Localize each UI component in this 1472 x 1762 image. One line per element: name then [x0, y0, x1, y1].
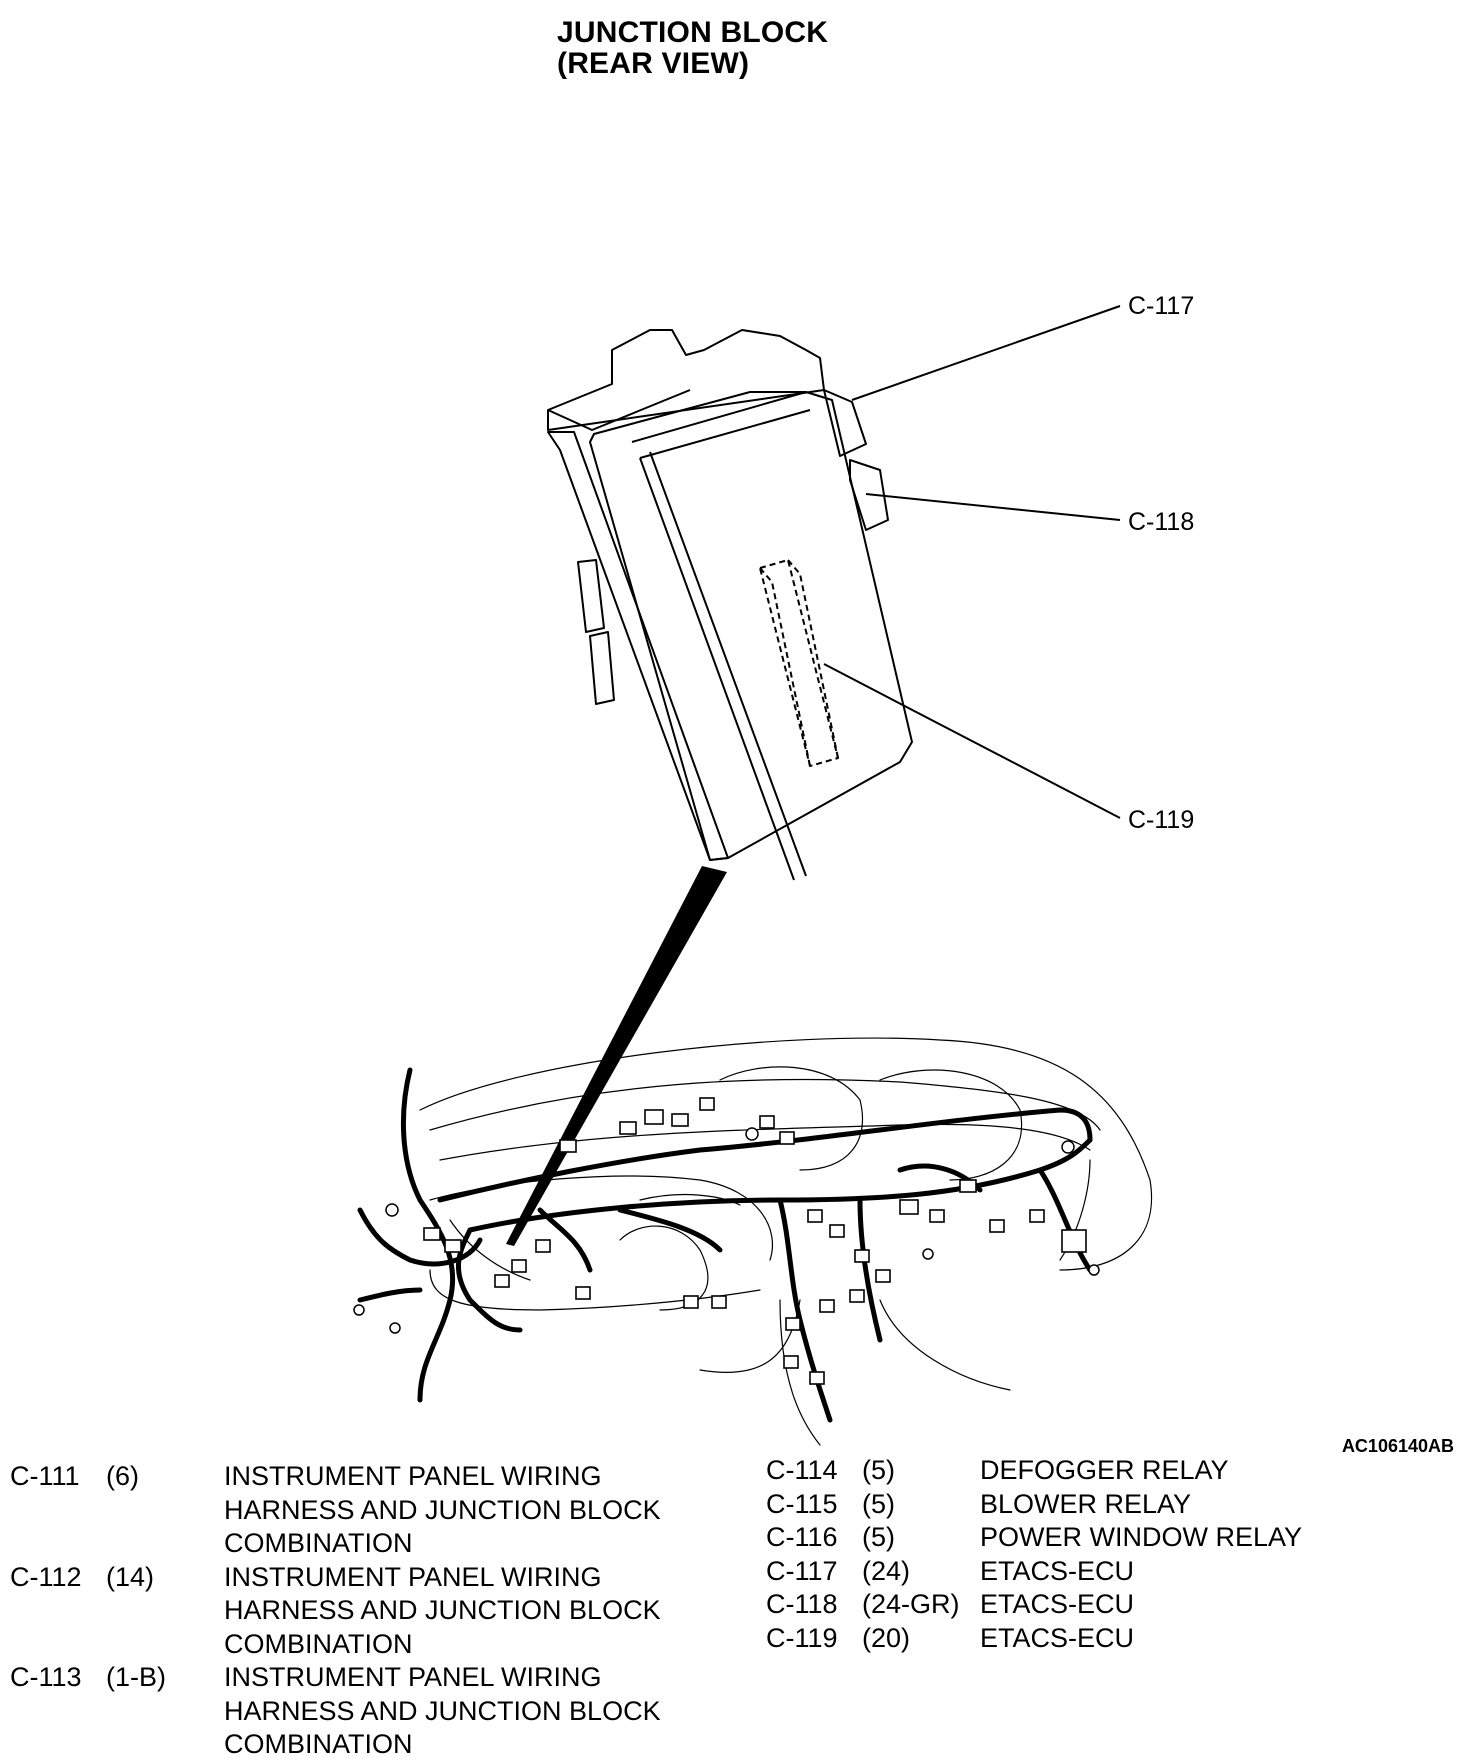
leader-c119 — [823, 663, 1121, 819]
legend-entry-c118: C-118 (24-GR) ETACS-ECU — [766, 1588, 1446, 1622]
legend-entry-c116: C-116 (5) POWER WINDOW RELAY — [766, 1521, 1446, 1555]
callout-c118: C-118 — [1128, 508, 1195, 536]
legend-desc: ETACS-ECU — [980, 1589, 1135, 1619]
instrument-panel-illustration — [353, 1037, 1152, 1446]
legend-pins: (20) — [862, 1622, 911, 1653]
legend-entry-c112: C-112 (14) INSTRUMENT PANEL WIRING HARNESS… — [10, 1561, 710, 1662]
legend-pins: (24) — [862, 1555, 911, 1586]
title-line-1: JUNCTION BLOCK — [557, 16, 829, 49]
legend-desc: COMBINATION — [224, 1729, 413, 1759]
leader-c118 — [865, 493, 1121, 521]
legend-desc: INSTRUMENT PANEL WIRING — [224, 1561, 602, 1592]
legend-desc: ETACS-ECU — [980, 1622, 1135, 1653]
legend-desc: HARNESS AND JUNCTION BLOCK — [224, 1695, 661, 1726]
legend-desc: COMBINATION — [224, 1628, 413, 1659]
legend-pins: (14) — [106, 1561, 155, 1592]
legend-entry-c111: C-111 (6) INSTRUMENT PANEL WIRING HARNESS … — [10, 1460, 710, 1561]
legend-code: C-114 — [766, 1455, 838, 1485]
legend-desc: INSTRUMENT PANEL WIRING — [224, 1662, 602, 1692]
legend-entry-c114: C-114 (5) DEFOGGER RELAY — [766, 1454, 1446, 1488]
legend-entry-c115: C-115 (5) BLOWER RELAY — [766, 1488, 1446, 1522]
junction-block-illustration — [547, 329, 913, 881]
legend-desc: DEFOGGER RELAY — [980, 1455, 1229, 1485]
legend-desc: HARNESS AND JUNCTION BLOCK — [224, 1595, 661, 1625]
legend-pins: (6) — [106, 1461, 139, 1491]
legend-desc: BLOWER RELAY — [980, 1488, 1192, 1519]
leader-c117 — [851, 305, 1121, 401]
legend-entry-c113: C-113 (1-B) INSTRUMENT PANEL WIRING HARNES… — [10, 1661, 710, 1762]
legend-pins: (24-GR) — [862, 1589, 960, 1619]
legend-code: C-117 — [766, 1555, 838, 1586]
legend-entry-c119: C-119 (20) ETACS-ECU — [766, 1622, 1446, 1656]
legend-code: C-112 — [10, 1561, 82, 1592]
legend-code: C-116 — [766, 1522, 838, 1552]
legend-code: C-111 — [10, 1461, 80, 1491]
legend-pins: (1-B) — [106, 1662, 166, 1692]
connector-legend-left: C-111 (6) INSTRUMENT PANEL WIRING HARNESS … — [10, 1460, 710, 1762]
callout-c117: C-117 — [1128, 292, 1195, 320]
legend-desc: COMBINATION — [224, 1528, 413, 1558]
location-pointer — [506, 866, 727, 1246]
title-line-2: (REAR VIEW) — [557, 47, 750, 80]
legend-code: C-115 — [766, 1488, 838, 1519]
legend-code: C-113 — [10, 1662, 82, 1692]
legend-entry-c117: C-117 (24) ETACS-ECU — [766, 1555, 1446, 1589]
connector-legend-right: C-114 (5) DEFOGGER RELAY C-115 (5) BLOWER RE… — [766, 1454, 1446, 1655]
legend-pins: (5) — [862, 1522, 895, 1552]
legend-desc: HARNESS AND JUNCTION BLOCK — [224, 1494, 661, 1525]
legend-desc: INSTRUMENT PANEL WIRING — [224, 1461, 602, 1491]
legend-pins: (5) — [862, 1455, 895, 1485]
figure-id: AC106140AB — [1341, 1436, 1454, 1456]
callout-c119: C-119 — [1128, 806, 1195, 834]
legend-code: C-118 — [766, 1589, 838, 1619]
diagram-title: JUNCTION BLOCK (REAR VIEW) — [557, 17, 828, 79]
legend-pins: (5) — [862, 1488, 895, 1519]
legend-desc: POWER WINDOW RELAY — [980, 1522, 1303, 1552]
legend-code: C-119 — [766, 1622, 838, 1653]
legend-desc: ETACS-ECU — [980, 1555, 1135, 1586]
